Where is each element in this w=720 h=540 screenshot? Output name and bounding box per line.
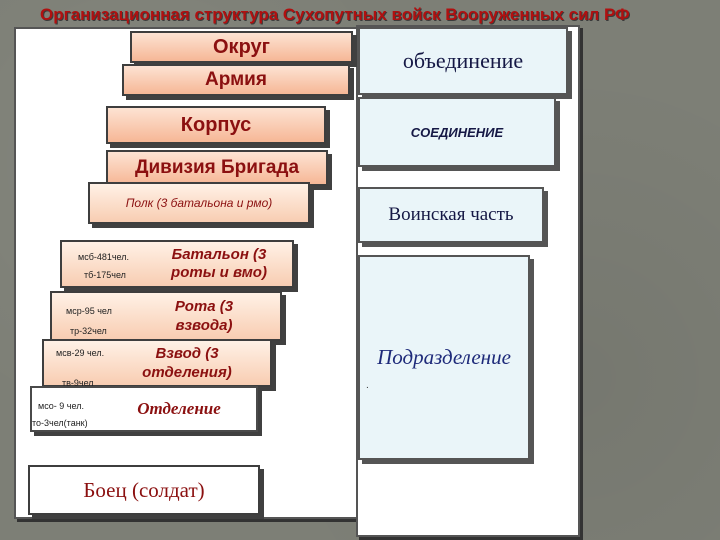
level-korpus: Корпус (106, 106, 326, 144)
stray-dot: . (366, 380, 369, 391)
note-vzvod-tv: тв-9чел (62, 378, 94, 388)
level-batalon-label: Батальон (3 роты и вмо) (171, 246, 267, 281)
level-boets: Боец (солдат) (28, 465, 260, 515)
category-obedinenie: объединение (358, 27, 568, 95)
category-soedinenie-label: СОЕДИНЕНИЕ (410, 124, 504, 140)
note-rota-tr: тр-32чел (70, 326, 107, 336)
level-armiya: Армия (122, 64, 350, 96)
category-podrazdelenie: Подразделение (358, 255, 530, 460)
level-polk-label: Полк (3 батальона и рмо) (125, 195, 273, 210)
page-title: Организационная структура Сухопутных вой… (40, 5, 630, 24)
note-vzvod-msv: мсв-29 чел. (56, 348, 105, 358)
category-obedinenie-label: объединение (402, 48, 524, 73)
category-chast-label: Воинская часть (388, 204, 514, 225)
level-boets-label: Боец (солдат) (83, 477, 205, 502)
level-batalon: Батальон (3 роты и вмо) (60, 240, 294, 288)
level-korpus-label: Корпус (180, 113, 252, 136)
level-diviziya: Дивизия Бригада (106, 150, 328, 186)
level-okrug: Округ (130, 31, 353, 63)
level-polk: Полк (3 батальона и рмо) (88, 182, 310, 224)
note-batalon-tb: тб-175чел (84, 270, 126, 280)
note-otdelenie-mso: мсо- 9 чел. (38, 401, 84, 411)
category-soedinenie: СОЕДИНЕНИЕ (358, 97, 556, 167)
note-otdelenie-to: то-3чел(танк) (32, 418, 88, 428)
category-chast: Воинская часть (358, 187, 544, 243)
level-vzvod-label: Взвод (3 отделения) (142, 345, 232, 381)
level-otdelenie: Отделение (30, 386, 258, 432)
note-rota-msr: мср-95 чел (66, 306, 112, 316)
level-rota-label: Рота (3 взвода) (174, 298, 234, 334)
level-okrug-label: Округ (213, 35, 270, 58)
note-batalon-msb: мсб-481чел. (78, 252, 130, 262)
level-otdelenie-label: Отделение (137, 399, 221, 418)
level-armiya-label: Армия (205, 69, 267, 90)
level-diviziya-label: Дивизия Бригада (134, 157, 300, 178)
category-podrazdelenie-label: Подразделение (377, 345, 511, 369)
